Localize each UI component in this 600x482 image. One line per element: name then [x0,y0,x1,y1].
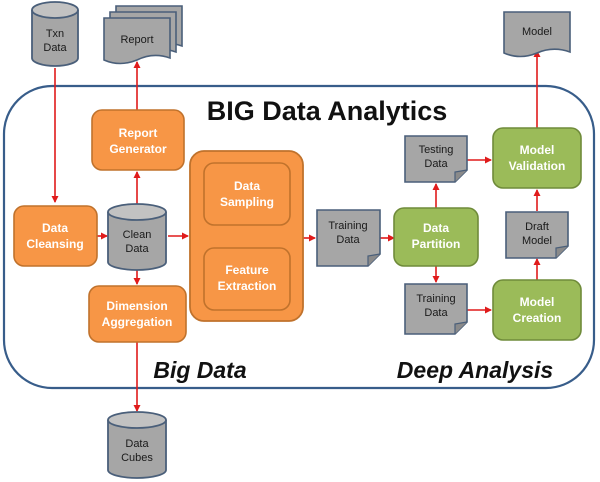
report-generator-box: Report Generator [91,109,185,171]
report-label: Report [120,34,153,46]
feature-processing-group: Data Sampling Feature Extraction [189,150,304,322]
data-cleansing-label-2: Cleansing [26,237,83,251]
data-cubes-cylinder: Data Cubes [107,411,167,479]
draft-model-document: Draft Model [505,211,569,259]
report-generator-label-1: Report [119,126,158,140]
model-validation-label-1: Model [520,143,555,157]
testing-data-label-1: Testing [419,144,454,156]
data-sampling-label-2: Sampling [220,195,274,209]
model-label: Model [522,26,552,38]
feature-extraction-label-2: Extraction [218,279,277,293]
feature-extraction-box [203,247,291,311]
training-data-2-label-1: Training [416,293,455,305]
data-sampling-label-1: Data [234,179,260,193]
data-cubes-label-2: Cubes [121,452,153,464]
big-data-label: Big Data [153,357,247,383]
data-cleansing-box: Data Cleansing [13,205,98,267]
training-data-document-1: Training Data [316,209,381,267]
training-data-1-label-1: Training [328,220,367,232]
data-sampling-box [203,162,291,226]
txn-data-label-2: Data [43,42,67,54]
data-partition-label-2: Partition [412,237,461,251]
clean-data-label-2: Data [125,243,149,255]
dimension-aggregation-box: Dimension Aggregation [88,285,187,343]
txn-data-cylinder: Txn Data [31,1,79,67]
training-data-document-2: Training Data [404,283,468,335]
data-cleansing-label-1: Data [42,221,68,235]
training-data-2-label-2: Data [424,307,448,319]
diagram-title: BIG Data Analytics [207,96,448,126]
data-cubes-label-1: Data [125,438,149,450]
report-generator-label-2: Generator [109,142,167,156]
deep-analysis-label: Deep Analysis [397,357,553,383]
model-creation-label-2: Creation [513,311,562,325]
clean-data-cylinder: Clean Data [107,203,167,271]
clean-data-label-1: Clean [123,229,152,241]
model-creation-box: Model Creation [492,279,582,341]
model-validation-box: Model Validation [492,127,582,189]
data-partition-box: Data Partition [393,207,479,267]
model-validation-label-2: Validation [509,159,566,173]
txn-data-label-1: Txn [46,28,64,40]
model-creation-label-1: Model [520,295,555,309]
testing-data-label-2: Data [424,158,448,170]
feature-extraction-label-1: Feature [225,263,269,277]
data-partition-label-1: Data [423,221,449,235]
model-document: Model [503,11,571,58]
draft-model-label-1: Draft [525,221,549,233]
dimension-aggregation-label-2: Aggregation [102,315,173,329]
training-data-1-label-2: Data [336,234,360,246]
dimension-aggregation-label-1: Dimension [106,299,167,313]
draft-model-label-2: Model [522,235,552,247]
testing-data-document: Testing Data [404,135,468,183]
report-document-stack: Report [103,5,183,65]
